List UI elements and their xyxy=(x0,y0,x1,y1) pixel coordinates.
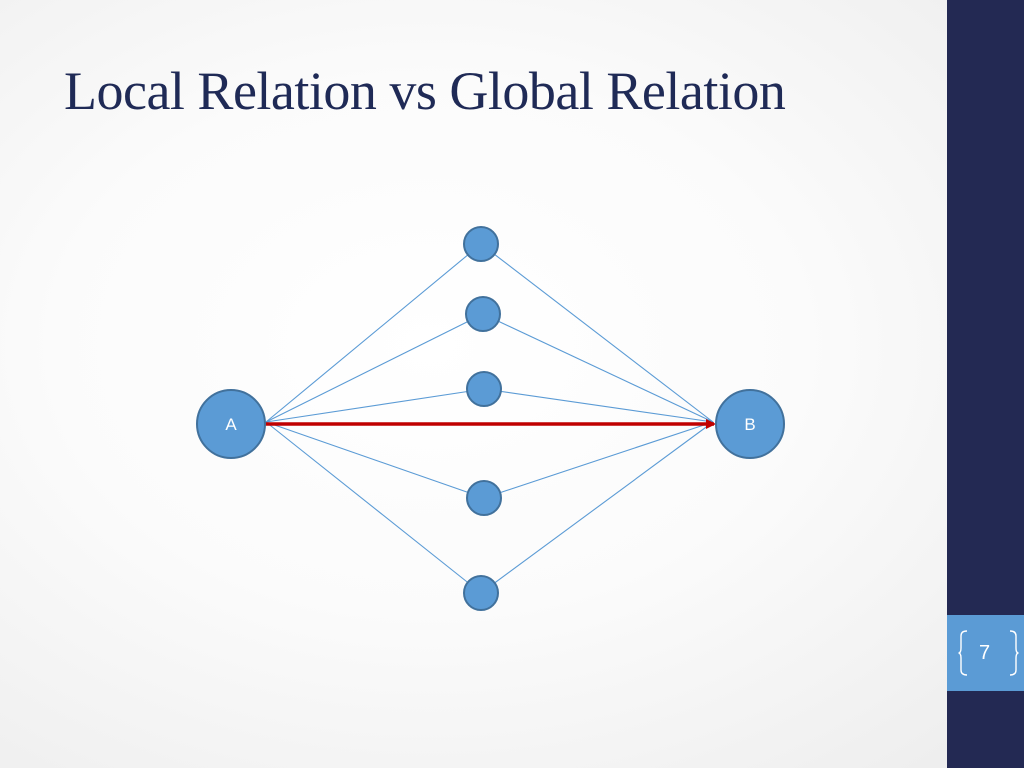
edges xyxy=(265,243,716,594)
edge-A-m5 xyxy=(265,421,482,594)
edge-m3-B xyxy=(483,388,714,423)
edge-A-m4 xyxy=(265,421,485,499)
node-m2 xyxy=(465,296,501,332)
edge-A-m3 xyxy=(265,388,485,423)
node-A: A xyxy=(196,389,266,459)
left-brace-icon xyxy=(958,630,968,676)
node-m1 xyxy=(463,226,499,262)
node-m3-circle xyxy=(466,371,502,407)
node-m2-circle xyxy=(465,296,501,332)
node-A-circle xyxy=(196,389,266,459)
edge-A-m1 xyxy=(265,243,482,423)
page-number: 7 xyxy=(978,641,991,664)
edge-m2-B xyxy=(482,313,714,423)
node-m1-circle xyxy=(463,226,499,262)
right-brace-icon xyxy=(1009,630,1019,676)
node-B-circle xyxy=(715,389,785,459)
node-m4 xyxy=(466,480,502,516)
node-m3 xyxy=(466,371,502,407)
edge-m1-B xyxy=(480,243,714,423)
node-m5-circle xyxy=(463,575,499,611)
node-m4-circle xyxy=(466,480,502,516)
node-A-label: A xyxy=(225,415,237,434)
node-B-label: B xyxy=(744,415,755,434)
node-B: B xyxy=(715,389,785,459)
edge-A-m2 xyxy=(265,313,484,423)
node-m5 xyxy=(463,575,499,611)
slide-title: Local Relation vs Global Relation xyxy=(64,61,786,121)
edge-m5-B xyxy=(480,421,714,594)
edge-m4-B xyxy=(483,421,714,499)
